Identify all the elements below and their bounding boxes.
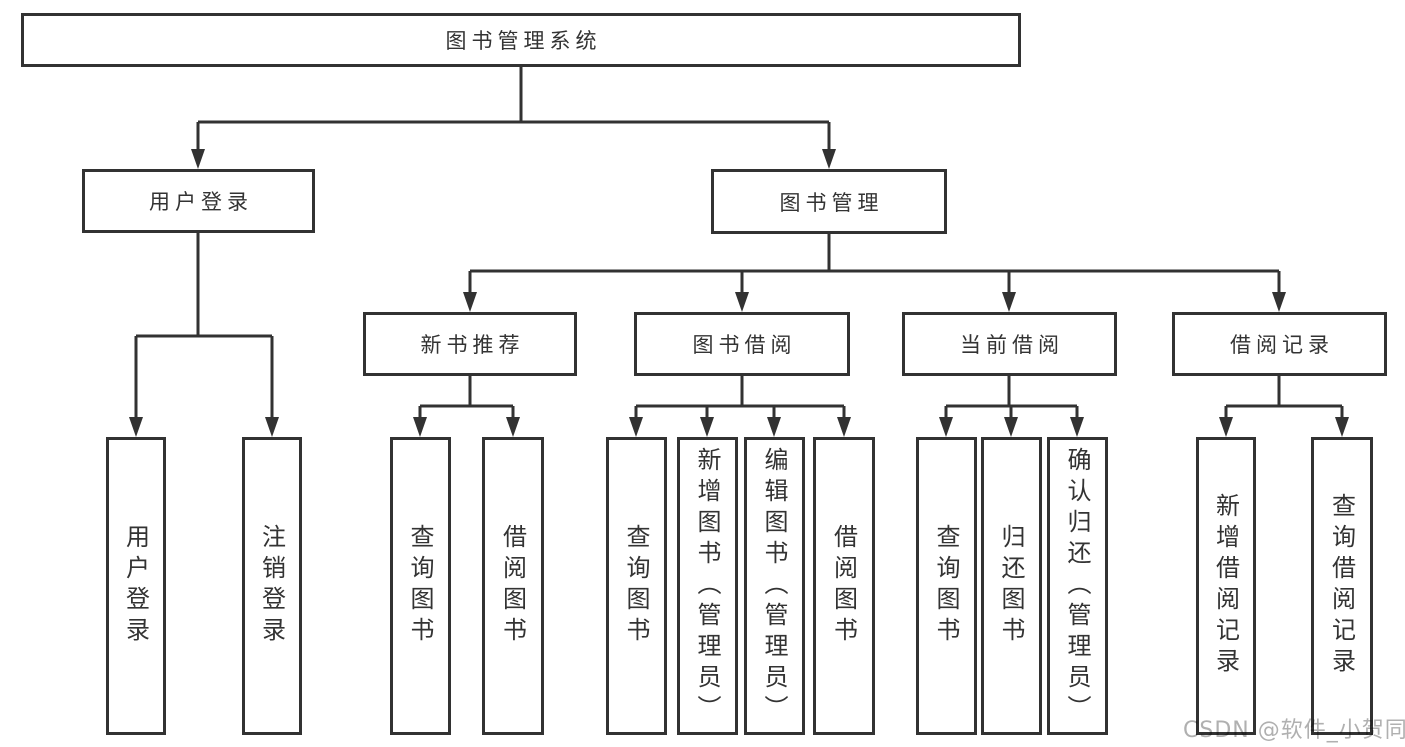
leaf-borrow-query-books: 查询图书 (606, 437, 667, 735)
arrow-head-icon (767, 417, 781, 437)
arrow-head-icon (463, 292, 477, 312)
node-user-login: 用户登录 (82, 169, 315, 233)
arrow-head-icon (629, 417, 643, 437)
csdn-watermark: CSDN @软件_小贺同学 (1183, 718, 1405, 743)
arrow-head-icon (413, 417, 427, 437)
arrow-head-icon (700, 417, 714, 437)
arrow-head-icon (1272, 292, 1286, 312)
node-new-book-recommend: 新书推荐 (363, 312, 577, 376)
node-root: 图书管理系统 (21, 13, 1021, 67)
arrow-head-icon (129, 417, 143, 437)
leaf-borrow-add-books-admin: 新增图书（管理员） (677, 437, 738, 735)
arrow-head-icon (506, 417, 520, 437)
node-current-borrowing: 当前借阅 (902, 312, 1117, 376)
arrow-head-icon (735, 292, 749, 312)
arrow-head-icon (1335, 417, 1349, 437)
arrow-head-icon (1002, 292, 1016, 312)
arrow-head-icon (1219, 417, 1233, 437)
arrow-head-icon (1070, 417, 1084, 437)
leaf-borrow-edit-books-admin: 编辑图书（管理员） (744, 437, 805, 735)
leaf-current-query-books: 查询图书 (916, 437, 977, 735)
node-book-borrowing: 图书借阅 (634, 312, 850, 376)
arrow-head-icon (822, 149, 836, 169)
leaf-logout: 注销登录 (242, 437, 302, 735)
arrow-head-icon (837, 417, 851, 437)
arrow-head-icon (939, 417, 953, 437)
leaf-borrow-lend-books: 借阅图书 (813, 437, 875, 735)
arrow-head-icon (191, 149, 205, 169)
leaf-records-query-record: 查询借阅记录 (1311, 437, 1373, 735)
leaf-current-confirm-return-admin: 确认归还（管理员） (1047, 437, 1108, 735)
node-borrowing-records: 借阅记录 (1172, 312, 1387, 376)
node-book-management: 图书管理 (711, 169, 947, 234)
leaf-newbook-borrow-books: 借阅图书 (482, 437, 544, 735)
leaf-current-return-books: 归还图书 (981, 437, 1042, 735)
arrow-head-icon (1004, 417, 1018, 437)
leaf-records-add-record: 新增借阅记录 (1196, 437, 1256, 735)
leaf-newbook-query-books: 查询图书 (390, 437, 451, 735)
leaf-user-login: 用户登录 (106, 437, 166, 735)
arrow-head-icon (265, 417, 279, 437)
